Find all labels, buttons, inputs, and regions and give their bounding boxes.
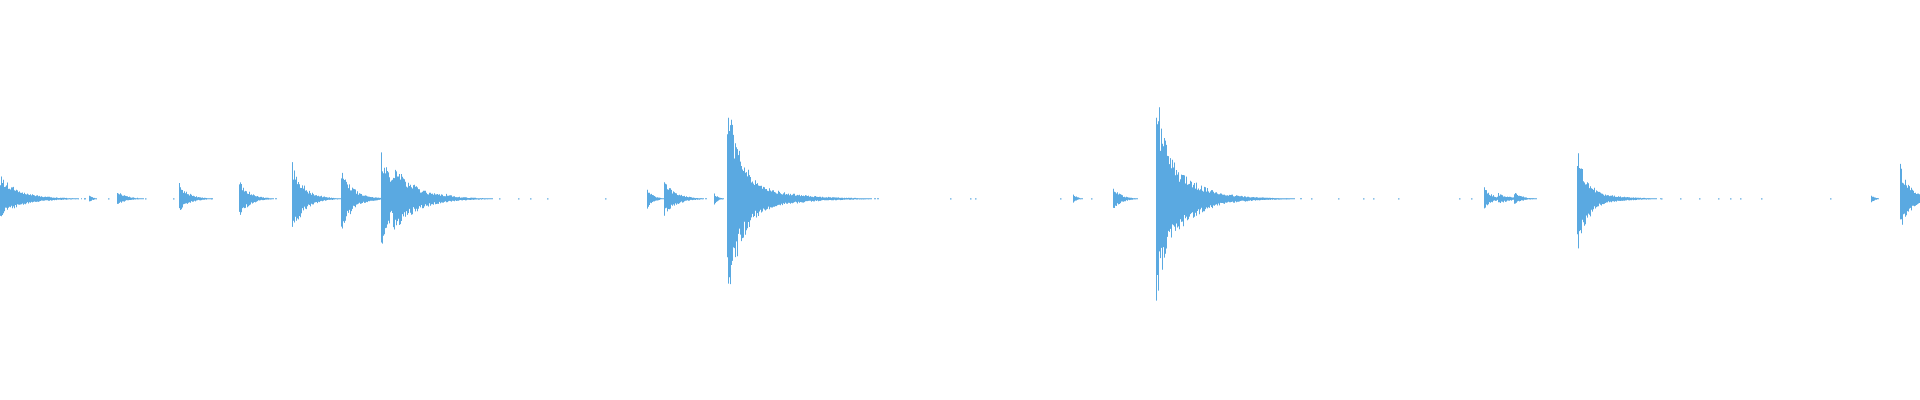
waveform-noise-dot — [1129, 198, 1131, 200]
waveform-noise-dot — [1613, 198, 1615, 200]
waveform-noise-dot — [1363, 198, 1365, 200]
waveform-noise-dot — [1642, 198, 1644, 200]
waveform-noise-dot — [975, 198, 977, 200]
waveform-noise-dot — [806, 198, 808, 200]
waveform-noise-dot — [605, 198, 607, 200]
waveform-noise-dot — [1091, 198, 1093, 200]
waveform-noise-dot — [1471, 198, 1473, 200]
waveform-noise-dot — [970, 198, 972, 200]
waveform-noise-dot — [84, 198, 86, 200]
waveform-noise-dot — [1286, 198, 1288, 200]
waveform-peaks — [0, 107, 1920, 301]
waveform-noise-dot — [211, 198, 213, 200]
waveform-noise-dot — [1830, 198, 1832, 200]
waveform-noise-dot — [845, 198, 847, 200]
waveform-noise-dot — [547, 198, 549, 200]
waveform-noise-dot — [1398, 198, 1400, 200]
waveform-noise-dot — [173, 198, 175, 200]
waveform-noise-dot — [499, 198, 501, 200]
waveform-noise-dot — [530, 198, 532, 200]
waveform-noise-dot — [1229, 198, 1231, 200]
waveform-noise-dot — [1267, 198, 1269, 200]
waveform-noise-dot — [950, 198, 952, 200]
waveform-noise-dot — [1718, 198, 1720, 200]
waveform-noise-dot — [1761, 198, 1763, 200]
waveform-noise-dot — [145, 198, 147, 200]
waveform-noise-dot — [856, 198, 858, 200]
waveform-noise-dot — [1740, 198, 1742, 200]
waveform-noise-dot — [1699, 198, 1701, 200]
waveform-noise-dot — [1238, 198, 1240, 200]
waveform-noise-dot — [1872, 198, 1874, 200]
waveform-noise-dot — [108, 198, 110, 200]
waveform-noise-dot — [1459, 198, 1461, 200]
waveform-noise-dot — [797, 198, 799, 200]
waveform-noise-dot — [1060, 198, 1062, 200]
waveform-noise-dot — [265, 198, 267, 200]
waveform-noise-dot — [1338, 198, 1340, 200]
waveform-noise-dot — [1661, 198, 1663, 200]
waveform-noise-dot — [518, 198, 520, 200]
waveform-noise-dot — [820, 198, 822, 200]
waveform-noise-dot — [1212, 198, 1214, 200]
waveform-noise-dot — [1311, 198, 1313, 200]
waveform-noise-dot — [831, 198, 833, 200]
waveform-noise-dot — [1373, 198, 1375, 200]
waveform-noise-dot — [1730, 198, 1732, 200]
waveform-noise-dot — [1680, 198, 1682, 200]
waveform-noise-dots — [84, 198, 1874, 200]
waveform-noise-dot — [92, 198, 94, 200]
